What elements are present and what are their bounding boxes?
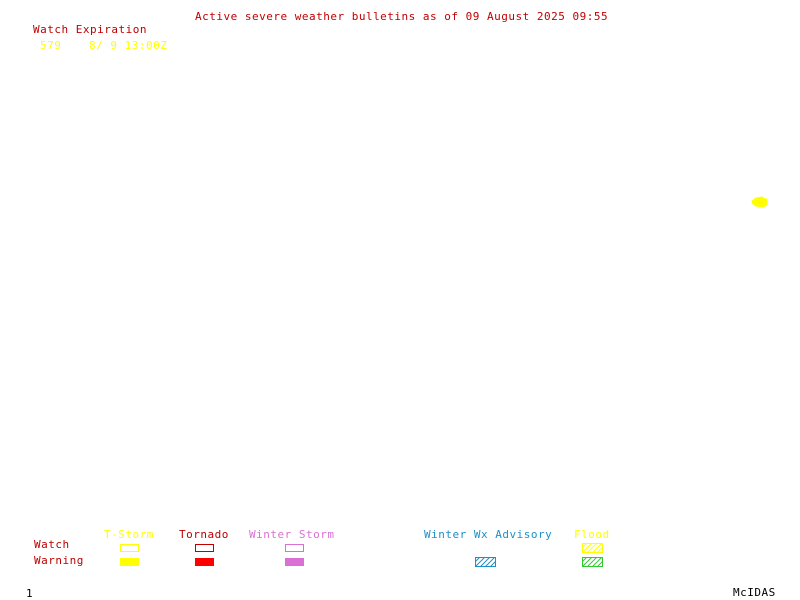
tornado-watch-swatch <box>195 544 214 552</box>
legend-row-watch-label: Watch <box>34 538 70 551</box>
bulletin-title: Active severe weather bulletins as of 09… <box>195 10 609 23</box>
watch-area-579 <box>751 196 768 208</box>
legend-header-tornado: Tornado <box>179 528 229 541</box>
winter-storm-watch-swatch <box>285 544 304 552</box>
tstorm-watch-swatch <box>120 544 139 552</box>
map-area <box>0 55 800 520</box>
tornado-warning-swatch <box>195 558 214 566</box>
watch-list-header: Watch Expiration <box>33 23 147 36</box>
legend-header-winter-wx-advisory: Winter Wx Advisory <box>424 528 553 541</box>
flood-warning-swatch <box>582 557 603 567</box>
watch-entry-number: 579 <box>40 39 62 52</box>
winter-storm-warning-swatch <box>285 558 304 566</box>
frame-number: 1 <box>26 587 34 600</box>
software-label: McIDAS <box>733 586 776 599</box>
tstorm-warning-swatch <box>120 558 139 566</box>
winter-wx-advisory-warning-swatch <box>475 557 496 567</box>
flood-watch-swatch <box>582 543 603 553</box>
legend-header-flood: Flood <box>574 528 610 541</box>
legend-header-winter-storm: Winter Storm <box>249 528 335 541</box>
legend-row-warning-label: Warning <box>34 554 84 567</box>
legend-header-tstorm: T-Storm <box>104 528 154 541</box>
watch-entry-expiration: 8/ 9 13:00Z <box>89 39 168 52</box>
